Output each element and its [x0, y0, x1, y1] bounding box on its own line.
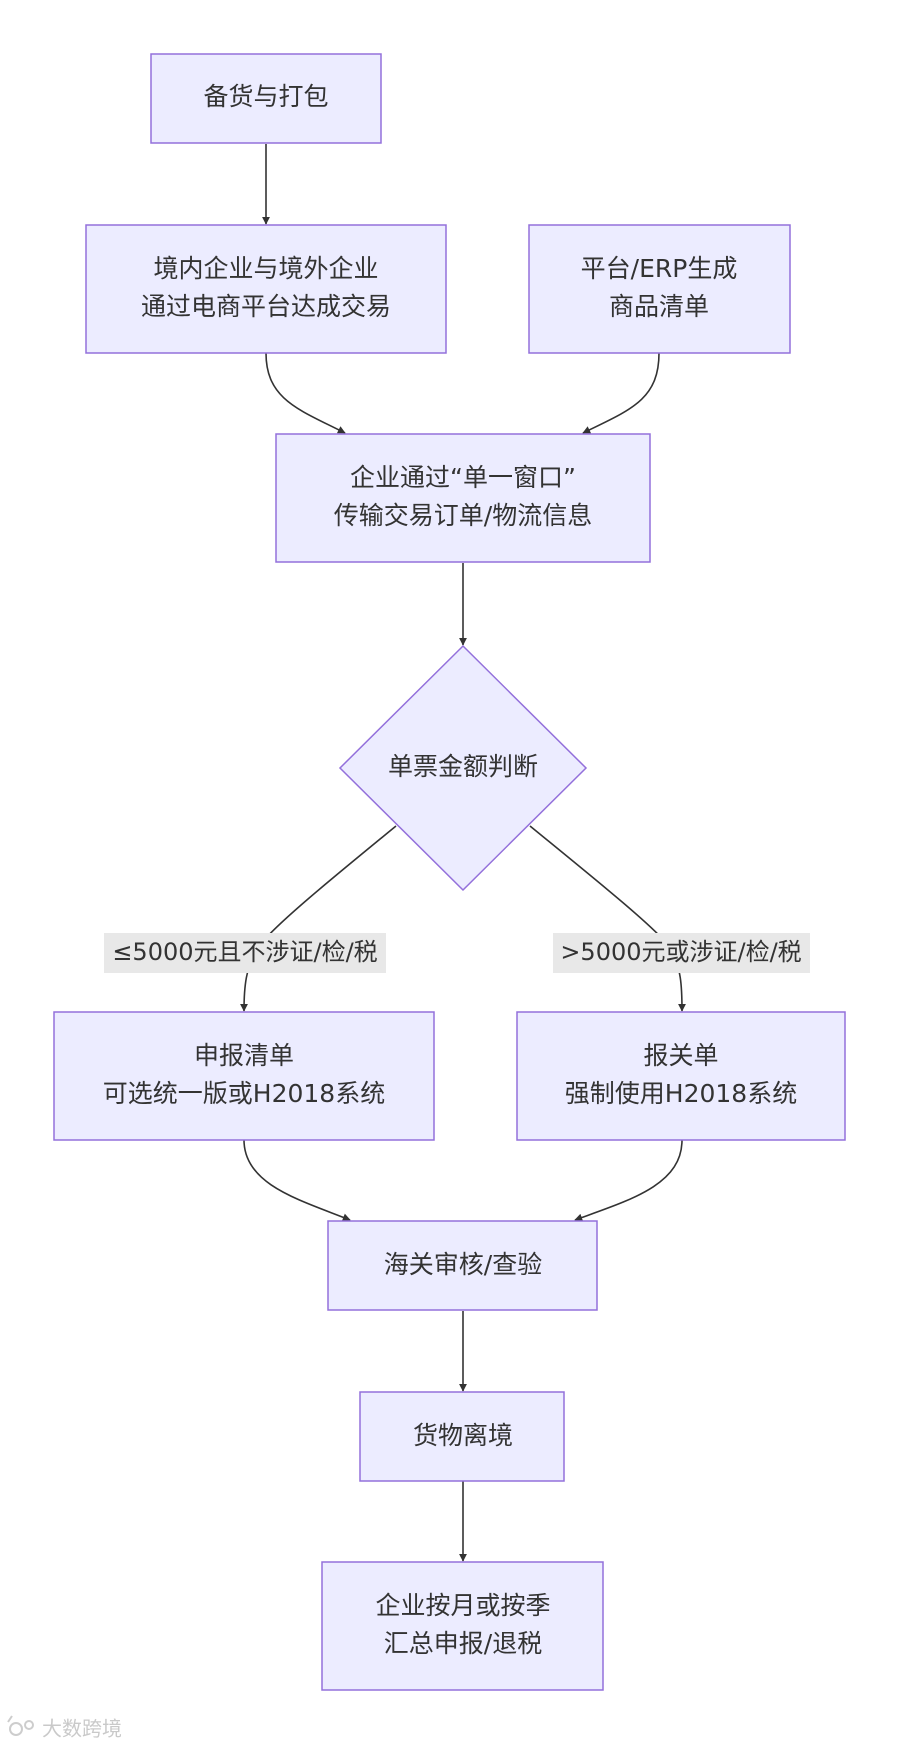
- edge-label-right: >5000元或涉证/检/税: [553, 933, 810, 973]
- watermark-logo-icon: [7, 1715, 34, 1736]
- node-list-gen-line-1: 平台/ERP生成: [581, 254, 738, 283]
- node-customs-form-line-1: 报关单: [643, 1041, 718, 1070]
- edge-label-left-text: ≤5000元且不涉证/检/税: [112, 938, 377, 966]
- node-review: 海关审核/查验: [327, 1220, 598, 1311]
- node-decision: 单票金额判断: [338, 644, 588, 892]
- node-decision-line-1: 单票金额判断: [388, 752, 538, 781]
- node-window-line-1: 企业通过“单一窗口”: [350, 463, 576, 492]
- node-trade-line-1: 境内企业与境外企业: [153, 254, 378, 283]
- node-customs-form: 报关单 强制使用H2018系统: [516, 1011, 846, 1141]
- node-customs-form-line-2: 强制使用H2018系统: [565, 1079, 797, 1108]
- node-pack-line-1: 备货与打包: [203, 82, 328, 111]
- edge-declare-list-to-review: [243, 1139, 351, 1222]
- edge-decision-to-customs-form: [529, 825, 686, 1012]
- node-trade: 境内企业与境外企业 通过电商平台达成交易: [85, 224, 447, 354]
- edge-customs-form-to-review: [574, 1139, 683, 1222]
- node-review-line-1: 海关审核/查验: [384, 1250, 542, 1279]
- node-window: 企业通过“单一窗口” 传输交易订单/物流信息: [275, 433, 651, 563]
- node-depart: 货物离境: [359, 1391, 565, 1482]
- node-trade-line-2: 通过电商平台达成交易: [141, 292, 391, 321]
- node-pack: 备货与打包: [150, 53, 382, 144]
- watermark: 大数跨境: [7, 1715, 122, 1741]
- node-window-line-2: 传输交易订单/物流信息: [334, 501, 592, 530]
- node-summary-line-1: 企业按月或按季: [375, 1591, 550, 1620]
- node-summary-line-2: 汇总申报/退税: [384, 1629, 542, 1658]
- edge-decision-to-declare-list: [240, 825, 397, 1012]
- node-declare-list-line-1: 申报清单: [194, 1041, 294, 1070]
- node-declare-list: 申报清单 可选统一版或H2018系统: [53, 1011, 435, 1141]
- node-list-gen-line-2: 商品清单: [609, 292, 709, 321]
- edge-label-left: ≤5000元且不涉证/检/税: [104, 933, 386, 973]
- watermark-text: 大数跨境: [42, 1717, 122, 1741]
- node-depart-line-1: 货物离境: [413, 1421, 513, 1450]
- node-list-gen: 平台/ERP生成 商品清单: [528, 224, 791, 354]
- edge-label-right-text: >5000元或涉证/检/税: [560, 938, 801, 966]
- edge-trade-to-window: [265, 352, 346, 434]
- node-summary: 企业按月或按季 汇总申报/退税: [321, 1561, 604, 1691]
- edge-listgen-to-window: [582, 352, 660, 434]
- node-declare-list-line-2: 可选统一版或H2018系统: [103, 1079, 385, 1108]
